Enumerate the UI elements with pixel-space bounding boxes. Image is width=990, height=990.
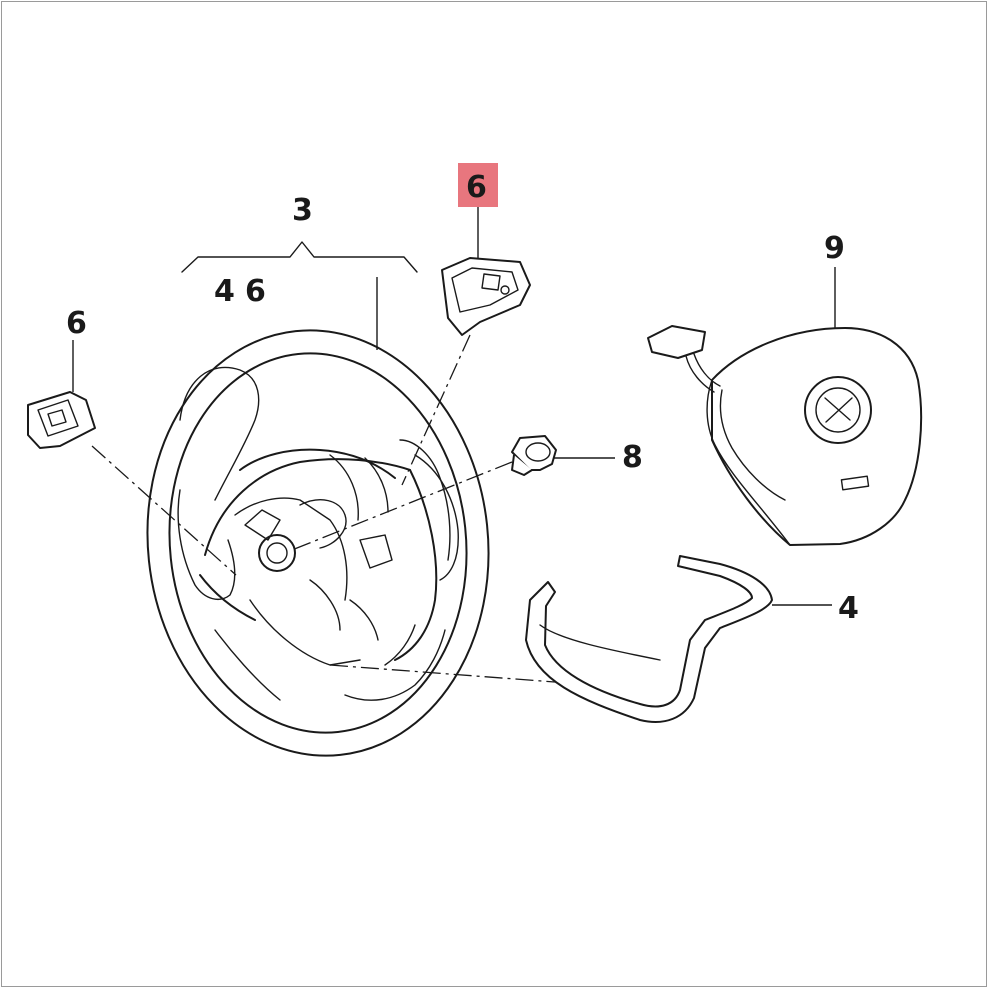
wheel-trim-cover[interactable] xyxy=(525,555,773,723)
callout-9[interactable]: 9 xyxy=(824,231,845,266)
callout-highlight xyxy=(458,163,498,207)
callout-4[interactable]: 4 xyxy=(838,591,859,626)
callout-6-sub[interactable]: 6 xyxy=(245,274,266,309)
assembly-line-right-switch xyxy=(401,334,471,486)
assembly-line-screw xyxy=(291,461,513,551)
callout-3[interactable]: 3 xyxy=(292,193,313,228)
callout-6-left[interactable]: 6 xyxy=(66,306,87,341)
hub-screw[interactable] xyxy=(511,435,557,476)
steering-wheel xyxy=(146,329,490,757)
right-steering-switch[interactable] xyxy=(441,257,531,336)
callout-8[interactable]: 8 xyxy=(622,440,643,475)
callout-4-sub[interactable]: 4 xyxy=(214,274,235,309)
assembly-line-trim xyxy=(329,664,569,684)
bracket-3 xyxy=(181,241,418,273)
assembly-line-left-switch xyxy=(91,445,237,576)
callout-6-right[interactable]: 6 xyxy=(466,170,487,205)
airbag-module[interactable] xyxy=(647,325,923,546)
left-steering-switch[interactable] xyxy=(27,391,96,449)
